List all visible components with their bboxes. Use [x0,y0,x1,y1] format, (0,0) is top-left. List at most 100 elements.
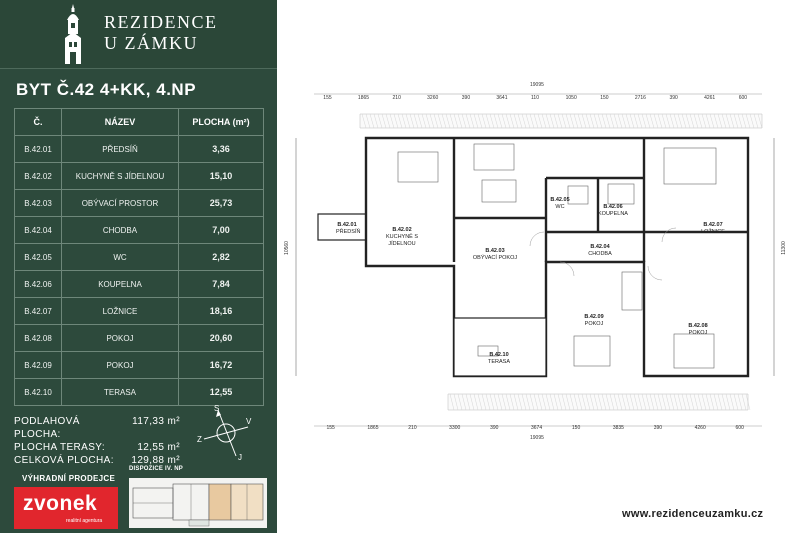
room-code: B.42.03 [485,248,505,254]
room-name-cell: OBÝVACÍ PROSTOR [61,189,179,217]
brand-name: REZIDENCE U ZÁMKU [104,12,217,54]
room-area-cell: 7,84 [178,270,264,298]
room-number-cell: B.42.09 [14,351,62,379]
room-name: WC [555,204,565,210]
apartment-title: BYT Č.42 4+KK, 4.NP [16,80,197,99]
castle-tower-icon [65,4,81,64]
total-row-overall: CELKOVÁ PLOCHA: 129,88 m² [14,454,180,467]
compass-icon: S V Z J [197,404,252,460]
dimension-label: 3641 [496,95,508,101]
room-area-cell: 20,60 [178,324,264,352]
dimension-label: 3300 [449,425,461,431]
dimension-label: 1050 [565,95,577,101]
compass-east: V [246,417,252,426]
room-name: TERASA [487,359,510,365]
dimension-label: 3674 [531,425,543,431]
room-number-cell: B.42.10 [14,378,62,406]
compass-north: S [214,404,219,413]
dimension-label: 600 [735,425,744,431]
total-row-terrace: PLOCHA TERASY: 12,55 m² [14,441,180,454]
zvonek-tagline: realitní agentura [66,518,103,524]
room-number-cell: B.42.03 [14,189,62,217]
seller-heading: VÝHRADNÍ PRODEJCE [22,474,116,483]
room-code: B.42.06 [603,204,623,210]
total-value: 129,88 m² [131,455,180,466]
floor-plan-drawing [295,93,775,427]
website-link[interactable]: www.rezidenceuzamku.cz [622,508,764,520]
dimension-label: 390 [669,95,678,101]
dimension-label: 600 [738,95,748,101]
room-name: PŘEDSÍŇ [336,229,361,235]
total-value: 12,55 m² [137,442,180,453]
room-number-cell: B.42.08 [14,324,62,352]
dimension-label: 155 [323,95,332,101]
room-code: B.42.01 [337,222,357,228]
room-name-cell: POKOJ [61,351,179,379]
room-number-cell: B.42.06 [14,270,62,298]
room-name-cell: KOUPELNA [61,270,179,298]
total-label: PLOCHA TERASY: [14,442,106,453]
bottom-total-dimension: 19095 [530,435,544,441]
room-code: B.42.09 [584,314,604,320]
dimension-label: 390 [461,95,471,101]
room-code: B.42.02 [392,227,412,233]
room-name: LOŽNICE [701,229,725,235]
area-totals: PODLAHOVÁ PLOCHA: 117,33 m² PLOCHA TERASY… [14,415,180,467]
room-name: CHODBA [588,251,612,257]
room-area-cell: 7,00 [178,216,264,244]
dimension-label: 3260 [427,95,439,101]
room-name: KUCHYNĚ S JÍDELNOU [385,234,419,247]
room-number-cell: B.42.02 [14,162,62,190]
room-number-cell: B.42.05 [14,243,62,271]
total-value: 117,33 m² [132,416,180,427]
room-name: OBÝVACÍ POKOJ [472,255,518,261]
total-label: PODLAHOVÁ PLOCHA: [14,416,80,440]
dimension-label: 390 [490,425,499,431]
room-number-cell: B.42.01 [14,135,62,163]
room-area-cell: 3,36 [178,135,264,163]
floor-overview-minimap [129,478,267,528]
dimension-label: 155 [326,425,335,431]
zvonek-logo[interactable]: zvonek realitní agentura [14,487,118,529]
room-code: B.42.07 [703,222,723,228]
room-name: POKOJ [688,330,708,336]
top-total-dimension: 19095 [530,82,544,88]
brand-line-2: U ZÁMKU [104,33,198,53]
room-code: B.42.10 [489,352,509,358]
room-name: POKOJ [584,321,604,327]
right-total-dimension: 11300 [780,241,787,255]
dimension-label: 210 [408,425,417,431]
dimension-label: 390 [653,425,663,431]
room-number-cell: B.42.04 [14,216,62,244]
dimension-label: 1865 [367,425,379,431]
column-header-name: NÁZEV [61,108,179,136]
brand-line-1: REZIDENCE [104,12,218,32]
compass-south: J [238,453,242,460]
room-area-cell: 25,73 [178,189,264,217]
dimension-label: 4260 [694,425,706,431]
total-label: CELKOVÁ PLOCHA: [14,455,114,466]
room-name-cell: KUCHYNĚ S JÍDELNOU [61,162,179,190]
room-area-cell: 18,16 [178,297,264,325]
dimension-label: 110 [531,95,539,101]
room-name-cell: WC [61,243,179,271]
room-area-cell: 12,55 [178,378,264,406]
dimension-label: 4261 [704,95,716,101]
